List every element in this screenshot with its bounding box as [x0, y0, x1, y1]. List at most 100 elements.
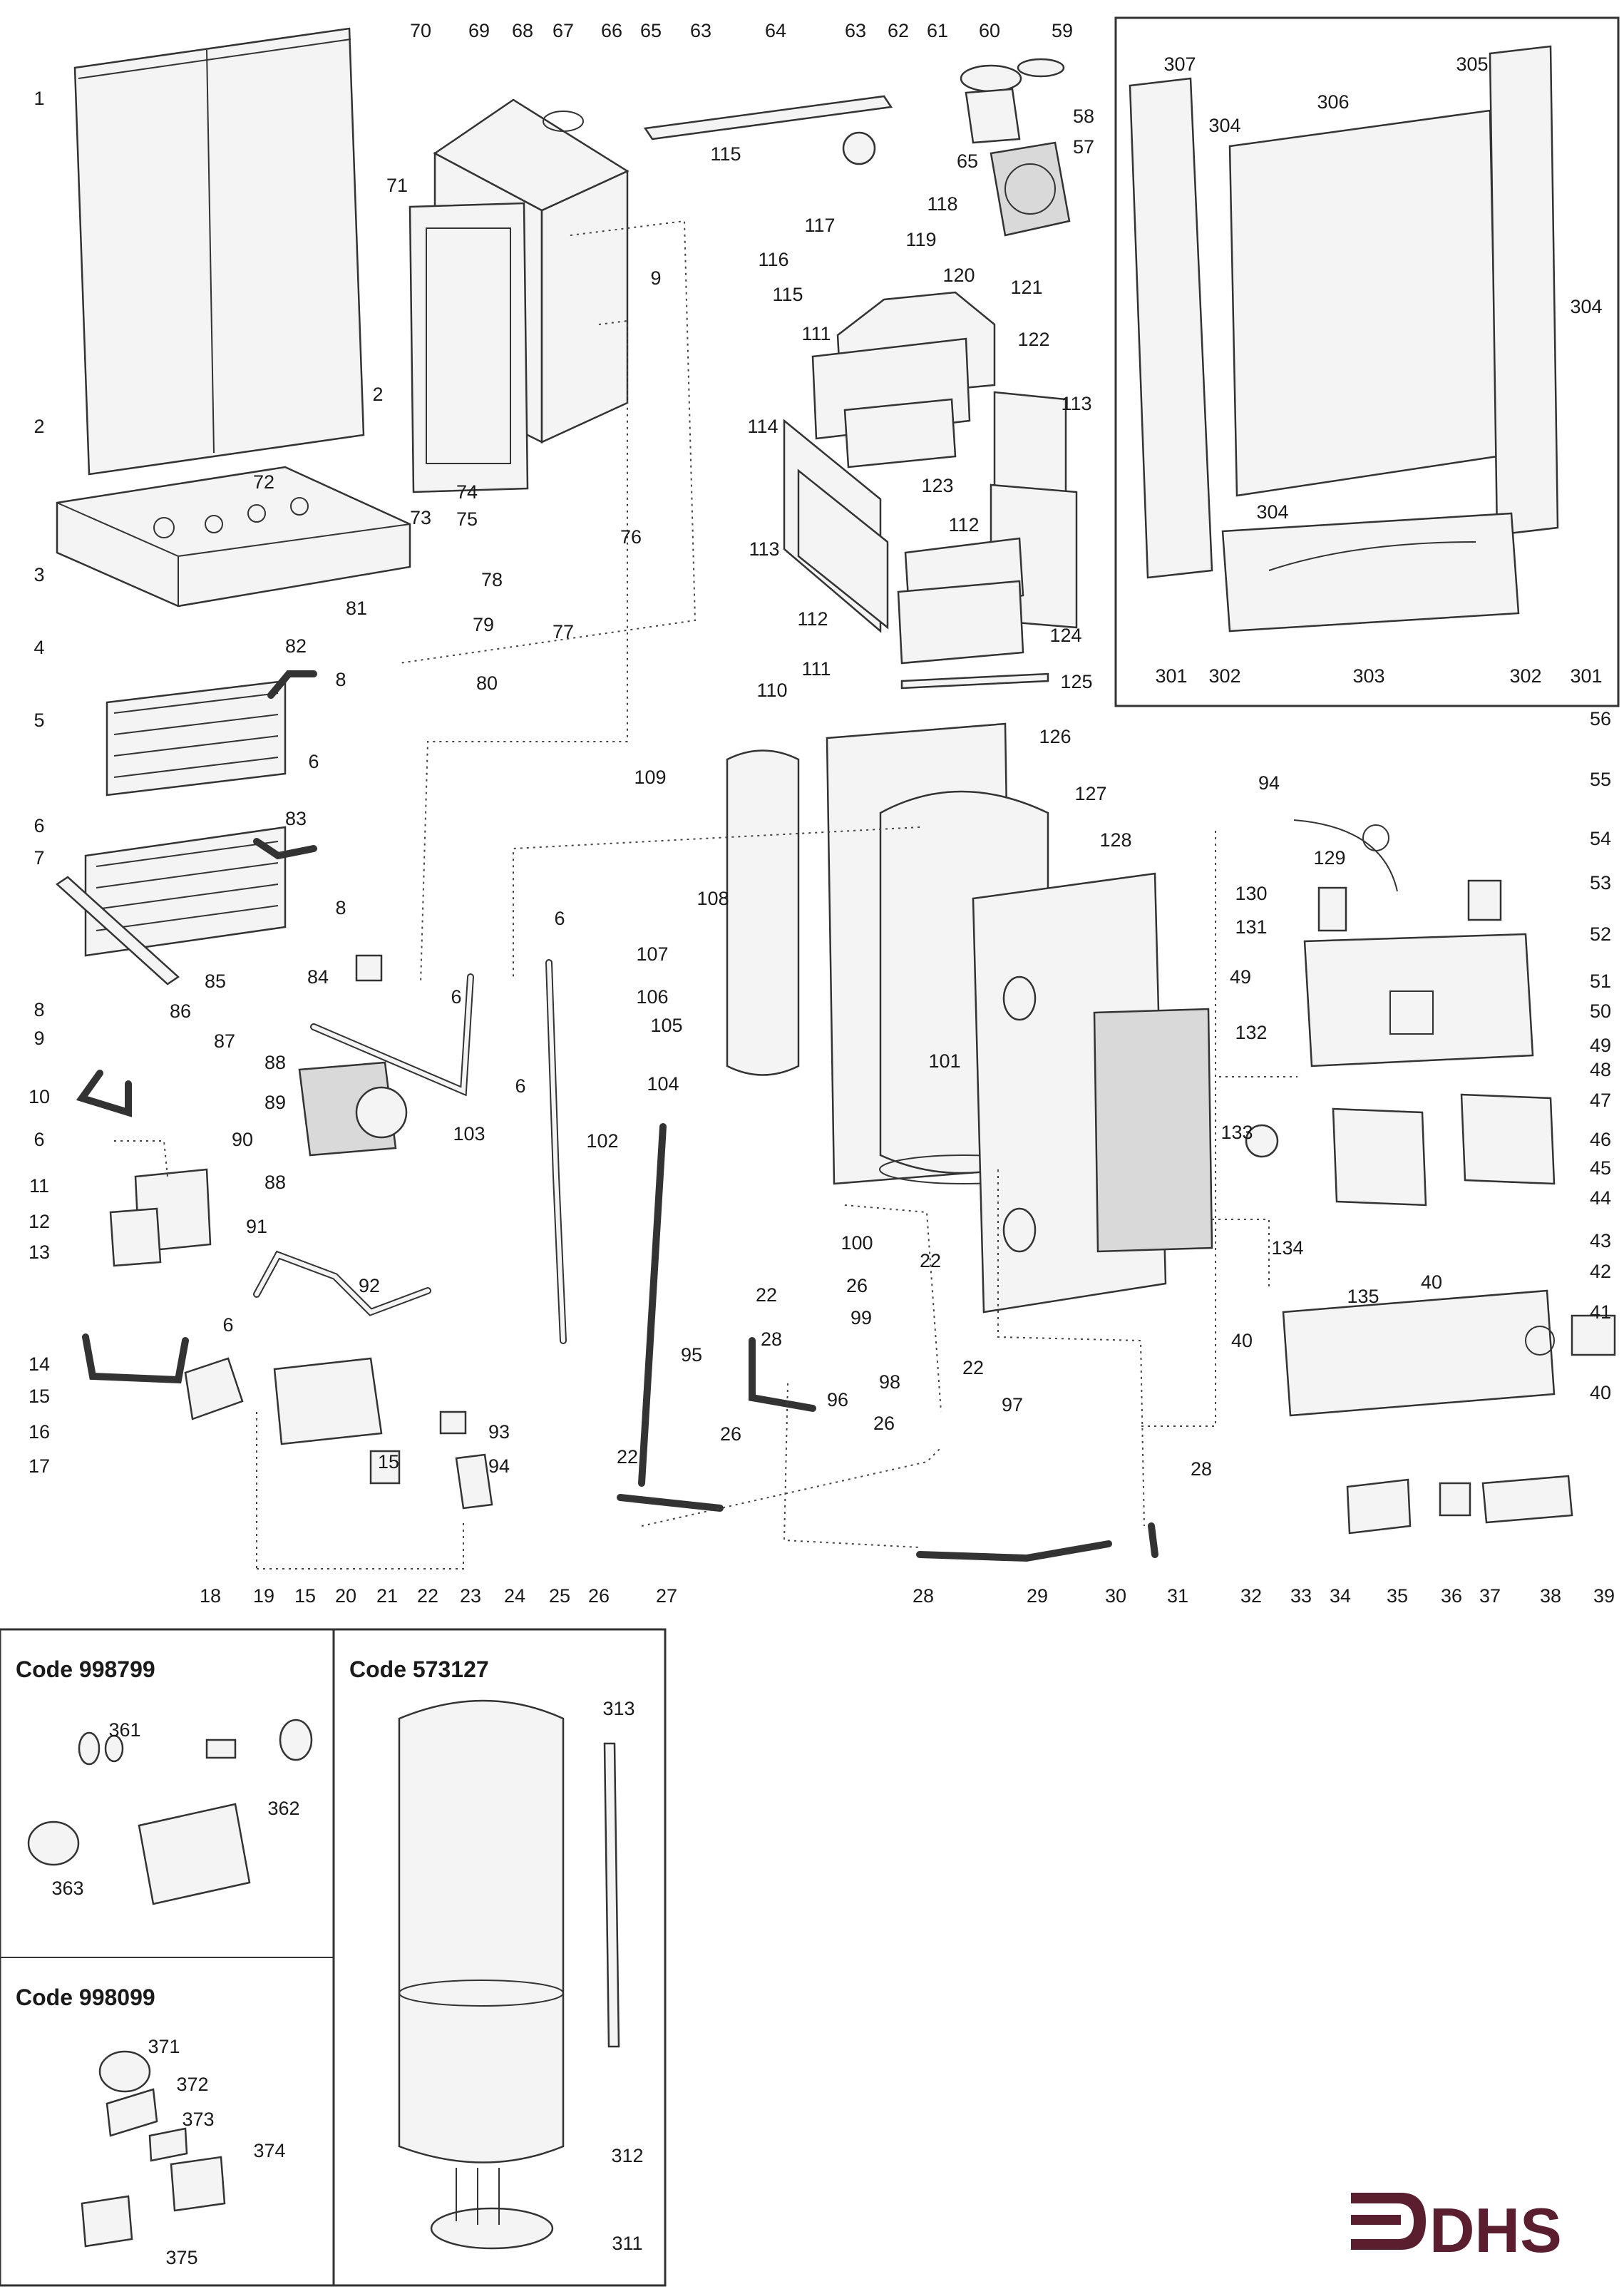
- callout-label: 304: [1570, 296, 1602, 317]
- callout-label: 373: [182, 2109, 214, 2130]
- callout-label: 127: [1074, 783, 1106, 804]
- callout-label: 112: [797, 608, 828, 630]
- callout-label: 69: [468, 20, 490, 41]
- callout-label: 120: [942, 265, 975, 286]
- callout-label: 95: [681, 1344, 702, 1366]
- callout-label: 88: [264, 1172, 286, 1193]
- callout-label: 33: [1290, 1585, 1312, 1607]
- callout-label: 305: [1456, 53, 1488, 75]
- callout-label: 99: [850, 1307, 872, 1328]
- callout-label: 86: [170, 1000, 191, 1022]
- callout-label: 6: [515, 1075, 525, 1097]
- callout-label: 6: [34, 1129, 44, 1150]
- callout-label: 372: [176, 2074, 208, 2095]
- logo-text: DHS: [1429, 2195, 1562, 2265]
- tanks: [726, 722, 1213, 1314]
- callout-label: 2: [34, 416, 44, 437]
- callout-label: 28: [913, 1585, 934, 1607]
- callout-label: 132: [1235, 1022, 1267, 1043]
- callout-label: 22: [417, 1585, 438, 1607]
- callout-label: 44: [1590, 1187, 1611, 1209]
- callout-label: 8: [335, 669, 346, 690]
- callout-label: 26: [588, 1585, 610, 1607]
- callout-label: 22: [617, 1446, 638, 1468]
- callout-label: 63: [690, 20, 711, 41]
- callout-label: 307: [1163, 53, 1196, 75]
- combustion-parts: [783, 58, 1078, 690]
- callout-label: 30: [1105, 1585, 1126, 1607]
- dhs-logo: DHS: [1351, 2193, 1562, 2265]
- callout-label: 306: [1317, 91, 1349, 113]
- callout-label: 94: [488, 1455, 510, 1477]
- callout-label: 28: [761, 1328, 782, 1350]
- callout-label: 106: [636, 986, 668, 1008]
- callout-label: 89: [264, 1092, 286, 1113]
- callout-label: 128: [1099, 829, 1131, 851]
- callout-label: 50: [1590, 1000, 1611, 1022]
- callout-label: 374: [253, 2140, 285, 2161]
- callout-label: 35: [1387, 1585, 1408, 1607]
- callout-label: 4: [34, 637, 44, 658]
- callout-label: 51: [1590, 971, 1611, 992]
- callout-label: 9: [650, 267, 661, 289]
- callout-label: 371: [148, 2036, 180, 2057]
- callout-label: 84: [307, 966, 329, 988]
- callout-label: 112: [948, 514, 979, 536]
- callout-label: 73: [410, 507, 431, 528]
- callout-label: 97: [1002, 1394, 1023, 1415]
- callout-label: 31: [1167, 1585, 1188, 1607]
- callout-label: 47: [1590, 1090, 1611, 1111]
- callout-label: 20: [335, 1585, 356, 1607]
- callout-label: 8: [34, 999, 44, 1020]
- callout-label: 53: [1590, 872, 1611, 893]
- callout-label: 301: [1155, 665, 1187, 687]
- callout-label: 26: [873, 1413, 895, 1434]
- callout-label: 27: [656, 1585, 677, 1607]
- callout-label: 40: [1421, 1271, 1442, 1293]
- callout-label: 113: [1061, 393, 1091, 414]
- panel-title-998799: Code 998799: [16, 1656, 155, 1682]
- callout-label: 129: [1313, 847, 1345, 869]
- callout-label: 121: [1010, 277, 1042, 298]
- callout-label: 100: [841, 1232, 873, 1254]
- callout-label: 130: [1235, 883, 1267, 904]
- callout-label: 16: [29, 1421, 50, 1443]
- callout-label: 119: [905, 229, 936, 250]
- callout-label: 8: [335, 897, 346, 918]
- callout-label: 133: [1220, 1122, 1253, 1143]
- callout-label: 46: [1590, 1129, 1611, 1150]
- callout-label: 28: [1191, 1458, 1212, 1480]
- callout-label: 363: [51, 1878, 83, 1899]
- callout-label: 76: [620, 526, 642, 548]
- callout-label: 361: [108, 1719, 140, 1741]
- callout-label: 1: [34, 88, 44, 109]
- callout-label: 22: [756, 1284, 777, 1306]
- callout-label: 78: [481, 569, 503, 590]
- heat-exchangers: [55, 680, 287, 985]
- callout-label: 25: [549, 1585, 570, 1607]
- callout-label: 65: [640, 20, 662, 41]
- callout-label: 122: [1017, 329, 1049, 350]
- callout-label: 21: [376, 1585, 398, 1607]
- callout-label: 54: [1590, 828, 1611, 849]
- callout-label: 38: [1540, 1585, 1561, 1607]
- callout-label: 375: [165, 2247, 197, 2268]
- casing-parts: [56, 27, 893, 608]
- callout-label: 41: [1590, 1301, 1611, 1323]
- callout-label: 103: [453, 1123, 485, 1144]
- callout-label: 93: [488, 1421, 510, 1443]
- callout-label: 90: [232, 1129, 253, 1150]
- callout-label: 22: [962, 1357, 984, 1378]
- callout-label: 57: [1073, 136, 1094, 158]
- callout-label: 118: [927, 193, 957, 215]
- callout-label: 6: [554, 908, 565, 929]
- callout-label: 313: [602, 1698, 634, 1719]
- callout-label: 15: [378, 1451, 399, 1473]
- callout-label: 58: [1073, 106, 1094, 127]
- callout-label: 7: [34, 847, 44, 869]
- callout-label: 72: [253, 471, 274, 493]
- callout-label: 135: [1347, 1286, 1379, 1307]
- pipe-work: [76, 670, 1158, 1562]
- callout-label: 14: [29, 1353, 50, 1375]
- callout-label: 302: [1208, 665, 1240, 687]
